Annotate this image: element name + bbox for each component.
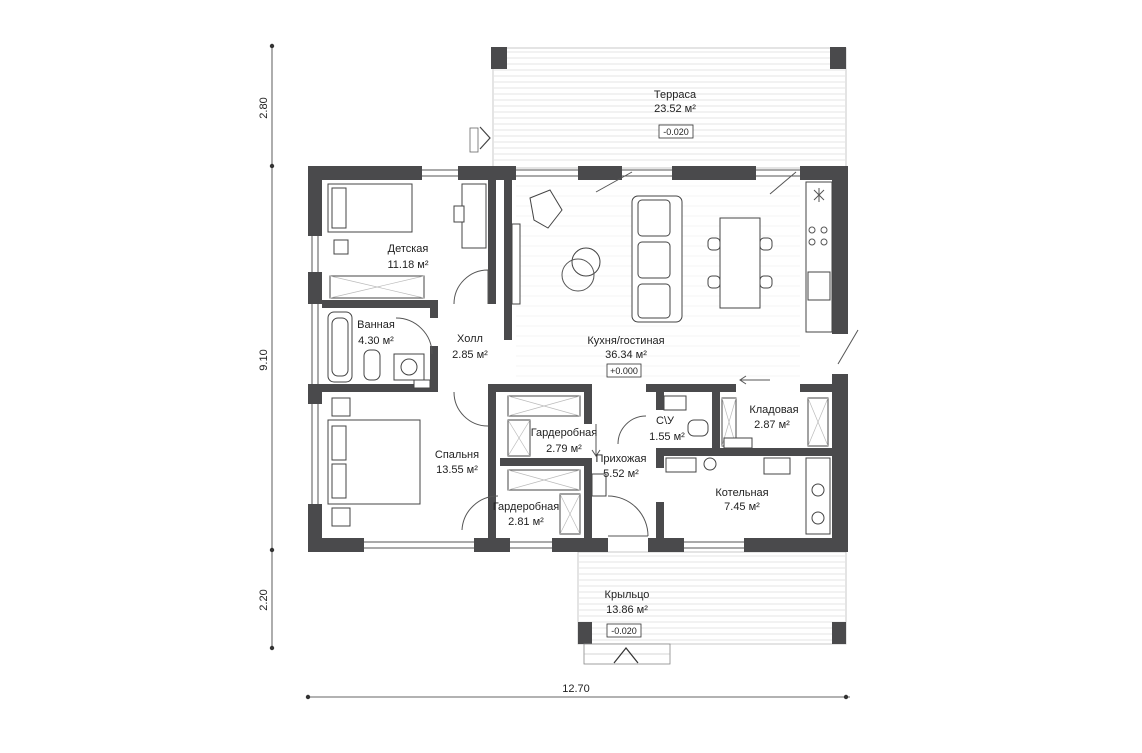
toilet: [363, 349, 381, 381]
wardrobe1-name: Гардеробная: [531, 427, 598, 439]
kids-area: 11.18 м²: [388, 259, 429, 271]
bedroom-name: Спальня: [435, 449, 479, 461]
dining-table: [719, 217, 761, 309]
tv-unit: [511, 223, 521, 305]
desk: [461, 183, 487, 249]
wc-name: С\У: [656, 415, 675, 427]
terrace-post-left: [491, 47, 507, 69]
wc-area: 1.55 м²: [649, 431, 685, 443]
coffee-table: [571, 247, 601, 277]
dim-width-total: 12.70: [562, 683, 590, 695]
pantry-name: Кладовая: [749, 404, 798, 416]
hall-area: 2.85 м²: [452, 349, 488, 361]
living-area: 36.34 м²: [605, 349, 647, 361]
terrace-deck: [469, 47, 847, 169]
wc-toilet: [687, 419, 709, 437]
room-labels: Терраса 23.52 м² -0.020 Детская 11.18 м²…: [357, 89, 799, 638]
boiler-name: Котельная: [715, 487, 768, 499]
porch-area: 13.86 м²: [606, 604, 648, 616]
pantry-area: 2.87 м²: [754, 419, 790, 431]
walls: [308, 166, 848, 552]
dim-height-bottom: 2.20: [258, 589, 270, 610]
wardrobe2-name: Гардеробная: [493, 501, 560, 513]
porch-post-right: [832, 622, 846, 644]
entrance-area: 5.52 м²: [603, 468, 639, 480]
wardrobe2-area: 2.81 м²: [508, 516, 544, 528]
porch-post-left: [578, 622, 592, 644]
kids-name: Детская: [388, 243, 429, 255]
bath-area: 4.30 м²: [358, 335, 394, 347]
entrance-name: Прихожая: [596, 453, 647, 465]
living-name: Кухня/гостиная: [587, 335, 664, 347]
kitchen-counter: [805, 181, 833, 333]
terrace-area: 23.52 м²: [654, 103, 696, 115]
dim-height-middle: 9.10: [258, 349, 270, 370]
living-level: +0.000: [610, 366, 638, 376]
armchair: [529, 189, 563, 229]
terrace-level: -0.020: [663, 127, 689, 137]
hall-name: Холл: [457, 333, 483, 345]
dim-height-top: 2.80: [258, 97, 270, 118]
wardrobe1-area: 2.79 м²: [546, 443, 582, 455]
terrace-post-right: [830, 47, 846, 69]
bath-name: Ванная: [357, 319, 395, 331]
dimension-lines: 2.80 9.10 2.20 12.70: [258, 43, 850, 700]
furniture: [327, 171, 859, 537]
boiler-area: 7.45 м²: [724, 501, 760, 513]
porch-name: Крыльцо: [605, 589, 650, 601]
terrace-name: Терраса: [654, 89, 697, 101]
bedroom-area: 13.55 м²: [436, 464, 478, 476]
porch-level: -0.020: [611, 626, 637, 636]
